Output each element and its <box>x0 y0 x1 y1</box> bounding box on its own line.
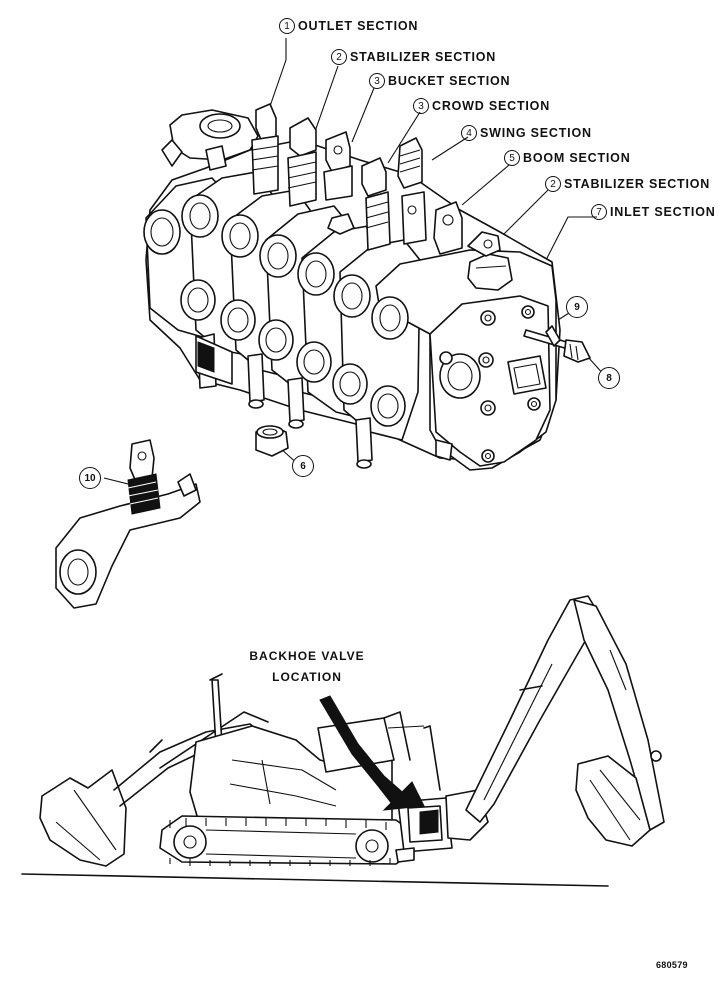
outlet-detail <box>55 439 201 609</box>
part-number-6: 6 <box>292 455 314 477</box>
backhoe-machine <box>21 595 665 887</box>
bolt-assembly <box>523 325 591 363</box>
part-number-10: 10 <box>79 467 101 489</box>
upper-ports <box>143 194 409 340</box>
part-number-9: 9 <box>566 296 588 318</box>
valve-bank <box>143 103 561 471</box>
lower-ports <box>180 279 406 427</box>
top-spools <box>205 103 463 255</box>
fitting-part <box>255 425 289 457</box>
part-number-8: 8 <box>598 367 620 389</box>
figure-number: 680579 <box>656 960 688 970</box>
backhoe-valve-location-label: BACKHOE VALVE LOCATION <box>249 649 365 684</box>
